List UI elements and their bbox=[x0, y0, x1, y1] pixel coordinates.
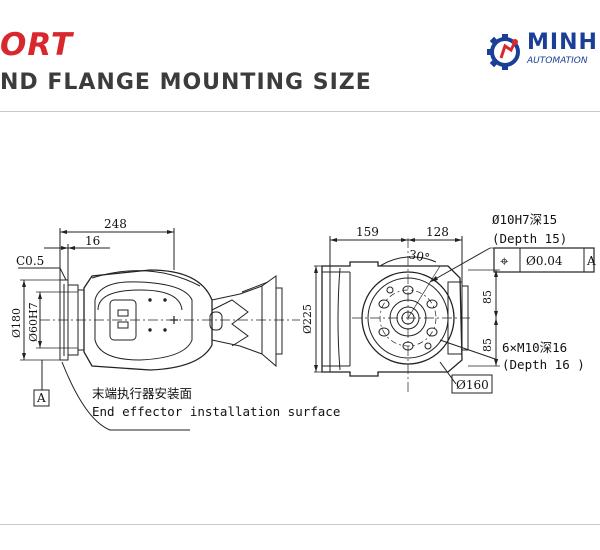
callout-english: End effector installation surface bbox=[92, 404, 340, 419]
company-logo: MINH AUTOMATION bbox=[487, 30, 600, 74]
gear-robot-icon bbox=[487, 34, 520, 70]
right-front-view bbox=[314, 236, 595, 394]
pin-hole-label: Ø10H7深15 bbox=[492, 212, 557, 227]
gdt-datum-label: A bbox=[586, 254, 596, 268]
dim-85-bottom-label: 85 bbox=[481, 338, 494, 352]
logo-wordmark: MINH bbox=[527, 30, 598, 55]
dim-128-label: 128 bbox=[426, 225, 449, 239]
dia-60h7-label: Ø60H7 bbox=[27, 302, 40, 342]
angle-30-label: 30° bbox=[407, 247, 431, 265]
brand-fragment: ORT bbox=[0, 27, 73, 63]
dim-159-label: 159 bbox=[356, 225, 379, 239]
dim-85-top-label: 85 bbox=[481, 290, 494, 304]
pin-depth-label: (Depth 15) bbox=[492, 231, 567, 246]
datum-a-label: A bbox=[36, 391, 46, 405]
left-arrowheads bbox=[22, 230, 174, 360]
dim-248-label: 248 bbox=[104, 217, 127, 231]
section-title: ND FLANGE MOUNTING SIZE bbox=[0, 70, 372, 95]
right-arrowheads bbox=[314, 238, 498, 372]
bottom-divider bbox=[0, 524, 600, 525]
bolt-circle-label: Ø160 bbox=[456, 378, 489, 392]
left-side-view bbox=[18, 228, 300, 431]
callout-chinese: 末端执行器安装面 bbox=[92, 386, 192, 401]
bolt-holes bbox=[378, 285, 438, 351]
dia-225-label: Ø225 bbox=[301, 304, 314, 334]
dim-16-label: 16 bbox=[85, 234, 100, 248]
gdt-position-icon: ⌖ bbox=[500, 252, 509, 270]
logo-tagline: AUTOMATION bbox=[527, 56, 588, 66]
thread-label: 6×M10深16 bbox=[502, 340, 567, 355]
dia-180-label: Ø180 bbox=[10, 308, 23, 338]
chamfer-label: C0.5 bbox=[16, 254, 44, 268]
thread-depth-label: (Depth 16 ) bbox=[502, 357, 585, 372]
top-divider bbox=[0, 111, 600, 112]
gdt-tolerance-label: Ø0.04 bbox=[526, 254, 563, 268]
